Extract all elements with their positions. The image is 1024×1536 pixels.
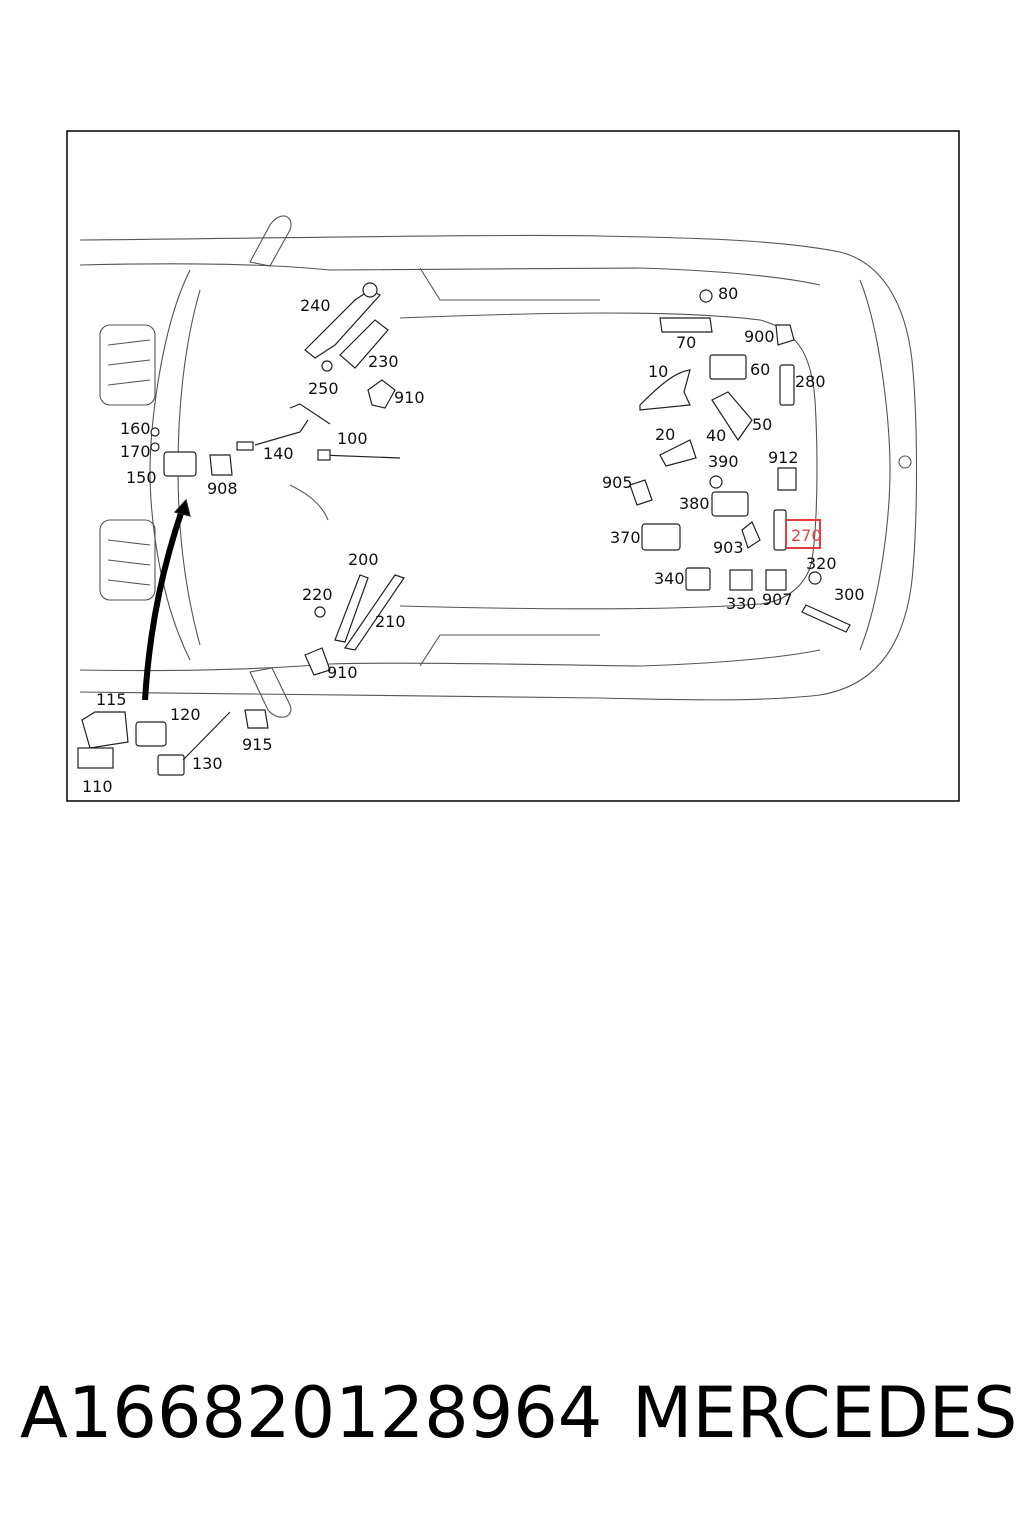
callout-220: 220 — [302, 585, 333, 604]
callout-910-lower: 910 — [327, 663, 358, 682]
callout-50: 50 — [752, 415, 772, 434]
callout-150: 150 — [126, 468, 157, 487]
callout-912: 912 — [768, 448, 799, 467]
callout-130: 130 — [192, 754, 223, 773]
connector-icon — [367, 379, 396, 409]
brand-name: MERCEDES — [632, 1372, 1018, 1454]
callout-20: 20 — [655, 425, 675, 444]
callout-240: 240 — [300, 296, 331, 315]
callout-100: 100 — [337, 429, 368, 448]
callout-905: 905 — [602, 473, 633, 492]
callout-110: 110 — [82, 777, 113, 796]
callout-340: 340 — [654, 569, 685, 588]
control-module-icon — [163, 451, 197, 477]
callout-270: 270 — [791, 526, 822, 545]
callout-210: 210 — [375, 612, 406, 631]
callout-900: 900 — [744, 327, 775, 346]
parts — [77, 282, 851, 776]
callout-115: 115 — [96, 690, 127, 709]
arrow-icon — [142, 506, 186, 701]
callout-200: 200 — [348, 550, 379, 569]
callout-903: 903 — [713, 538, 744, 557]
callout-380: 380 — [679, 494, 710, 513]
car-outline — [79, 215, 918, 718]
callout-320: 320 — [806, 554, 837, 573]
callout-140: 140 — [263, 444, 294, 463]
callout-915: 915 — [242, 735, 273, 754]
callout-80: 80 — [718, 284, 738, 303]
antenna-fin-icon — [639, 369, 691, 411]
callout-330: 330 — [726, 594, 757, 613]
callout-labels: 240 230 250 910 80 70 900 60 280 10 50 2… — [82, 284, 865, 796]
callout-300: 300 — [834, 585, 865, 604]
callout-70: 70 — [676, 333, 696, 352]
highlight-box-270 — [785, 519, 821, 549]
callout-160: 160 — [120, 419, 151, 438]
callout-370: 370 — [610, 528, 641, 547]
callout-390: 390 — [708, 452, 739, 471]
callout-910: 910 — [394, 388, 425, 407]
diagram-frame — [66, 130, 960, 802]
callout-230: 230 — [368, 352, 399, 371]
part-number: A166820128964 — [20, 1372, 603, 1454]
callout-170: 170 — [120, 442, 151, 461]
callout-120: 120 — [170, 705, 201, 724]
callout-10: 10 — [648, 362, 668, 381]
control-module-icon — [711, 491, 749, 517]
callout-40: 40 — [706, 426, 726, 445]
callout-60: 60 — [750, 360, 770, 379]
callout-250: 250 — [308, 379, 339, 398]
callout-907: 907 — [762, 590, 793, 609]
parts-diagram: 240 230 250 910 80 70 900 60 280 10 50 2… — [66, 130, 960, 802]
callout-280: 280 — [795, 372, 826, 391]
callout-908: 908 — [207, 479, 238, 498]
